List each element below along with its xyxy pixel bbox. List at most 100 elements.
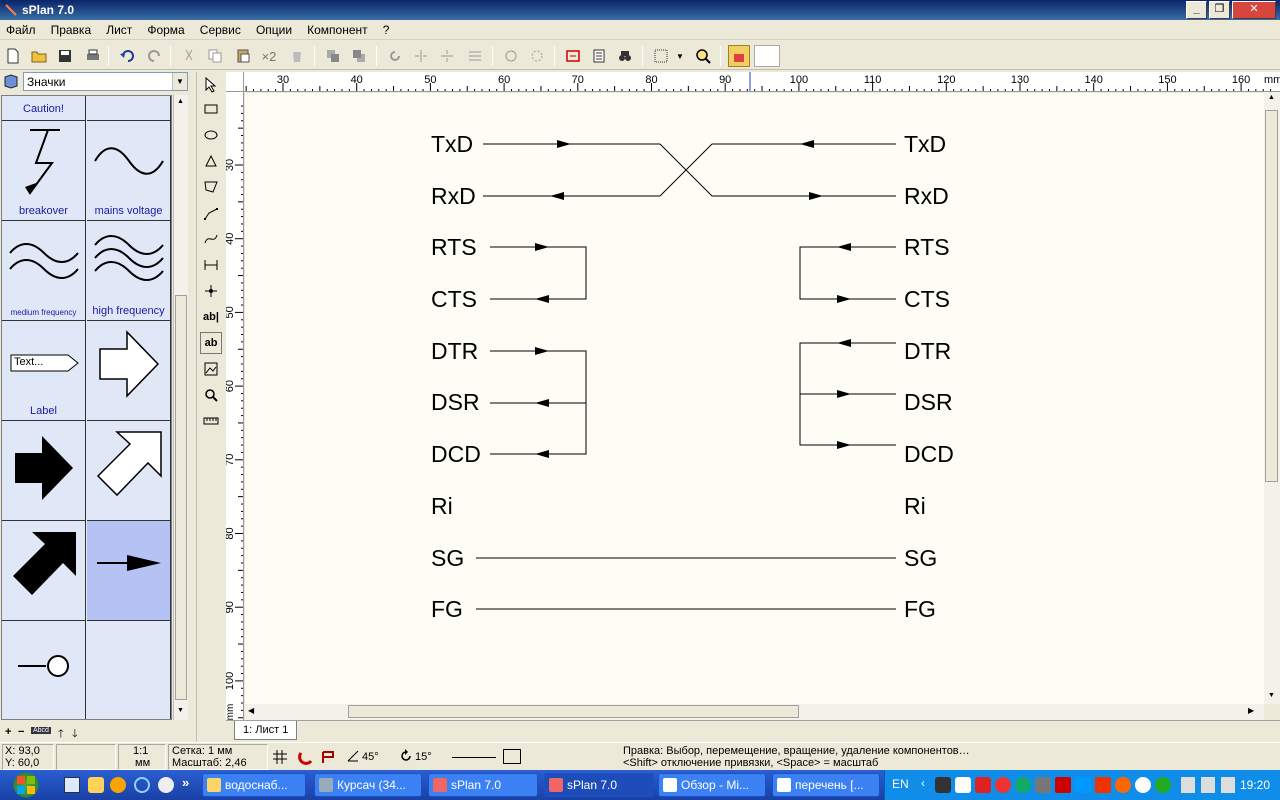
library-cell-medium-frequency[interactable]: medium frequency xyxy=(2,221,86,321)
menu-shape[interactable]: Форма xyxy=(147,23,185,37)
tray-icon[interactable] xyxy=(1075,777,1091,793)
tray-icon[interactable] xyxy=(1015,777,1031,793)
vertical-scroll-thumb[interactable] xyxy=(1265,110,1278,482)
rotate-step-icon[interactable] xyxy=(399,749,413,766)
redo-icon[interactable] xyxy=(144,45,166,67)
to-back-icon[interactable] xyxy=(348,45,370,67)
print-icon[interactable] xyxy=(82,45,104,67)
delete-icon[interactable] xyxy=(286,45,308,67)
open-folder-icon[interactable] xyxy=(28,45,50,67)
mirror-vertical-icon[interactable] xyxy=(436,45,458,67)
ellipse-tool-icon[interactable] xyxy=(200,124,222,146)
undo-icon[interactable] xyxy=(116,45,138,67)
snap-pin-icon[interactable] xyxy=(320,749,336,768)
chevron-down-icon[interactable]: ▼ xyxy=(172,73,187,90)
polygon-tool-icon[interactable] xyxy=(200,176,222,198)
language-indicator[interactable]: EN xyxy=(892,777,909,791)
scroll-up-icon[interactable]: ▲ xyxy=(177,98,184,105)
ruler-tool-icon[interactable] xyxy=(200,410,222,432)
clock[interactable]: 19:20 xyxy=(1240,778,1271,792)
network-icon[interactable] xyxy=(1181,777,1195,793)
select-pointer-icon[interactable] xyxy=(200,74,222,96)
taskbar-item-active[interactable]: sPlan 7.0 xyxy=(544,773,654,797)
menu-sheet[interactable]: Лист xyxy=(106,23,133,37)
tray-icon[interactable] xyxy=(955,777,971,793)
library-cell-empty[interactable] xyxy=(87,621,171,719)
line-tool-icon[interactable] xyxy=(200,202,222,224)
tray-icon[interactable] xyxy=(975,777,991,793)
grid-dropdown-icon[interactable]: ▼ xyxy=(676,51,684,61)
library-cell-mains-voltage[interactable]: mains voltage xyxy=(87,121,171,221)
library-cell-arrow-diagonal-filled[interactable] xyxy=(2,521,86,621)
library-scrollbar[interactable]: ▲ ▼ xyxy=(173,95,188,720)
library-cell-pin-circle[interactable] xyxy=(2,621,86,719)
library-book-icon[interactable] xyxy=(3,73,19,89)
zoom-icon[interactable] xyxy=(692,45,714,67)
fill-style-preview[interactable] xyxy=(503,749,521,764)
text-tool-button[interactable]: ab| xyxy=(203,311,219,323)
library-cell-arrow-filled[interactable] xyxy=(2,421,86,521)
canvas-horizontal-scrollbar[interactable]: ◀ ▶ xyxy=(245,704,1264,720)
copy-icon[interactable] xyxy=(204,45,226,67)
start-button[interactable] xyxy=(0,770,56,800)
mirror-horizontal-icon[interactable] xyxy=(410,45,432,67)
menu-options[interactable]: Опции xyxy=(255,23,293,37)
angle-step-1[interactable]: 45° xyxy=(362,751,379,763)
library-cell-arrow-outline[interactable] xyxy=(87,321,171,421)
library-cell-line-arrow[interactable] xyxy=(87,521,171,621)
canvas-vertical-scrollbar[interactable]: ▲ ▼ xyxy=(1264,92,1280,704)
tray-icon[interactable] xyxy=(1221,777,1235,793)
grid-size[interactable]: Сетка: 1 мм xyxy=(172,745,233,757)
library-cell-breakover[interactable]: breakover xyxy=(2,121,86,221)
align-icon[interactable] xyxy=(464,45,486,67)
paste-icon[interactable] xyxy=(232,45,254,67)
taskbar-item[interactable]: Обзор - Mi... xyxy=(658,773,766,797)
quicklaunch-ie-icon[interactable] xyxy=(134,777,150,793)
abcd-toggle-button[interactable]: Abcd xyxy=(31,727,51,734)
rotate-icon[interactable] xyxy=(384,45,406,67)
menu-component[interactable]: Компонент xyxy=(307,23,368,37)
tray-icon[interactable] xyxy=(1055,777,1071,793)
text-frame-tool-button[interactable]: ab xyxy=(200,332,222,354)
scroll-down-icon[interactable]: ▼ xyxy=(1268,692,1275,699)
find-binoculars-icon[interactable] xyxy=(614,45,636,67)
drawing-canvas[interactable]: TxD RxD RTS CTS DTR DSR DCD Ri SG FG TxD… xyxy=(245,93,1265,704)
scroll-right-icon[interactable]: ▶ xyxy=(1248,706,1255,715)
tray-icon[interactable] xyxy=(995,777,1011,793)
grid-icon[interactable] xyxy=(650,45,672,67)
library-cell-empty[interactable] xyxy=(87,96,171,121)
quicklaunch-more-icon[interactable]: » xyxy=(182,775,190,790)
junction-tool-icon[interactable] xyxy=(200,280,222,302)
move-down-icon[interactable]: 🡓 xyxy=(72,728,78,740)
tray-icon[interactable] xyxy=(1035,777,1051,793)
close-button[interactable]: ✕ xyxy=(1232,1,1276,19)
to-front-icon[interactable] xyxy=(322,45,344,67)
cut-icon[interactable] xyxy=(178,45,200,67)
taskbar-item[interactable]: водоснаб... xyxy=(202,773,306,797)
scroll-down-icon[interactable]: ▼ xyxy=(177,707,184,714)
image-tool-icon[interactable] xyxy=(200,358,222,380)
dimension-tool-icon[interactable] xyxy=(200,254,222,276)
show-desktop-icon[interactable] xyxy=(64,777,80,793)
tray-icon[interactable] xyxy=(1155,777,1171,793)
component-list-icon[interactable] xyxy=(588,45,610,67)
grid-toggle-icon[interactable] xyxy=(272,749,288,768)
library-cell-arrow-diagonal-outline[interactable] xyxy=(87,421,171,521)
menu-help[interactable]: ? xyxy=(382,23,390,37)
ungroup-icon[interactable] xyxy=(526,45,548,67)
scroll-left-icon[interactable]: ◀ xyxy=(248,706,255,715)
bezier-tool-icon[interactable] xyxy=(200,228,222,250)
quicklaunch-app-icon[interactable] xyxy=(158,777,174,793)
quicklaunch-folder-icon[interactable] xyxy=(88,777,104,793)
quicklaunch-media-icon[interactable] xyxy=(110,777,126,793)
rectangle-tool-icon[interactable] xyxy=(200,98,222,120)
move-up-icon[interactable]: 🡑 xyxy=(58,728,64,740)
horizontal-scroll-thumb[interactable] xyxy=(348,705,799,718)
taskbar-item[interactable]: sPlan 7.0 xyxy=(428,773,538,797)
magnifier-tool-icon[interactable] xyxy=(200,384,222,406)
menu-file[interactable]: Файл xyxy=(6,23,36,37)
taskbar-item[interactable]: перечень [... xyxy=(772,773,880,797)
maximize-button[interactable]: ❐ xyxy=(1209,1,1230,19)
tray-icon[interactable] xyxy=(1115,777,1131,793)
library-cell-high-frequency[interactable]: high frequency xyxy=(87,221,171,321)
